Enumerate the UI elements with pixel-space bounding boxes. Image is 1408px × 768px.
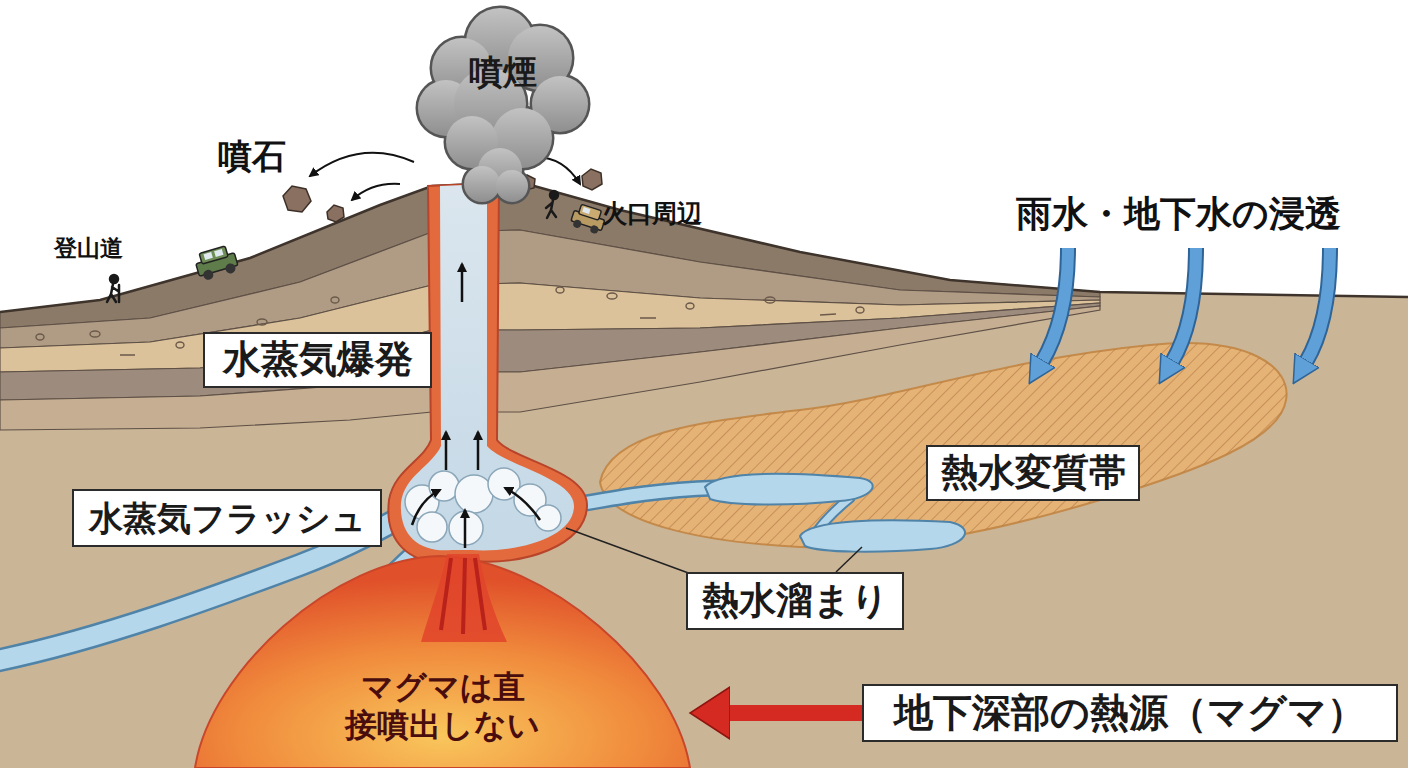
alteration-zone bbox=[600, 343, 1287, 548]
infiltration-label: 雨水・地下水の浸透 bbox=[1016, 192, 1408, 235]
infiltration-arrows bbox=[1042, 248, 1330, 362]
hiker-body bbox=[546, 200, 556, 218]
flow-arrow bbox=[461, 264, 464, 302]
pebble bbox=[257, 319, 267, 325]
text-holder: 噴煙 bbox=[400, 52, 605, 93]
leader-lines bbox=[566, 528, 862, 578]
vehicle-wheel bbox=[589, 224, 599, 234]
pebble bbox=[765, 297, 775, 303]
rock bbox=[582, 169, 602, 190]
infiltration-arrow bbox=[1306, 248, 1330, 362]
pebble bbox=[607, 293, 617, 299]
smoke-plume: 噴煙 bbox=[400, 0, 605, 205]
box-text: 熱水溜まり bbox=[702, 579, 889, 623]
flow-arrow bbox=[464, 510, 467, 548]
crater-area-label: 火口周辺 bbox=[602, 199, 732, 229]
alteration-hatching bbox=[600, 343, 1287, 548]
box-text: 水蒸気爆発 bbox=[223, 337, 413, 383]
pebble bbox=[556, 287, 564, 293]
magma-streak bbox=[475, 558, 485, 630]
flow-arrow bbox=[412, 490, 440, 525]
box-text: 熱水変質帯 bbox=[941, 451, 1126, 495]
text-holder: マグマは直 接噴出しない bbox=[295, 668, 590, 745]
steam-puff bbox=[417, 512, 447, 542]
magma-body: マグマは直 接噴出しない bbox=[195, 550, 690, 768]
trajectory-arrow bbox=[352, 184, 400, 200]
process-label-box: 水蒸気フラッシュ bbox=[72, 489, 382, 547]
rock bbox=[327, 205, 344, 222]
arrow-outline bbox=[1042, 248, 1068, 362]
cloud-puff bbox=[496, 170, 528, 202]
reservoir-label-box: 熱水溜まり bbox=[686, 572, 904, 630]
infiltration-arrow bbox=[1042, 248, 1068, 362]
hiker-figure bbox=[546, 191, 558, 218]
arrow-outline bbox=[1172, 248, 1196, 362]
magma-streak bbox=[441, 558, 451, 630]
hiker-body bbox=[107, 284, 119, 302]
box-text: 水蒸気フラッシュ bbox=[89, 498, 366, 539]
ejected-rocks bbox=[283, 169, 602, 222]
leader-line bbox=[566, 528, 702, 578]
rock bbox=[283, 186, 311, 212]
vehicle-cabin bbox=[199, 246, 228, 264]
box-text: 地下深部の熱源（マグマ） bbox=[894, 690, 1366, 737]
hiker-head bbox=[110, 275, 118, 283]
magma-text: マグマは直 接噴出しない bbox=[295, 668, 590, 745]
hot-water-pool bbox=[800, 520, 965, 551]
magma-streak bbox=[463, 558, 465, 634]
magma-rise bbox=[421, 554, 507, 642]
process-label-box: 水蒸気爆発 bbox=[203, 332, 432, 388]
vehicle-window bbox=[582, 207, 590, 214]
steam-flow-arrows bbox=[412, 264, 540, 548]
leader-line bbox=[836, 547, 862, 572]
pebble bbox=[856, 307, 864, 313]
vehicle-cabin bbox=[578, 204, 601, 220]
heat-source-box: 地下深部の熱源（マグマ） bbox=[862, 684, 1398, 742]
cloud-outline bbox=[464, 166, 500, 202]
ground bbox=[0, 182, 1408, 768]
vehicle-window bbox=[214, 249, 223, 257]
hiker-head bbox=[550, 191, 558, 199]
vehicle-wheel bbox=[224, 262, 236, 274]
trail-label: 登山道 bbox=[54, 235, 154, 263]
flow-arrow bbox=[445, 432, 448, 470]
heat-flow-arrow bbox=[729, 705, 862, 721]
cloud-shape bbox=[400, 0, 605, 205]
pebble bbox=[331, 297, 339, 303]
cloud-outline bbox=[496, 170, 528, 202]
flow-arrow bbox=[505, 488, 540, 520]
pebble bbox=[36, 334, 44, 340]
pebble bbox=[176, 342, 184, 348]
trajectory-arrow bbox=[310, 153, 414, 176]
cloud-text: 噴煙 bbox=[400, 52, 605, 93]
groundwater-channel bbox=[575, 488, 715, 505]
vehicle-window bbox=[204, 252, 213, 260]
pebble bbox=[686, 303, 694, 309]
vehicle-wheel bbox=[572, 219, 582, 229]
ejecta-label: 噴石 bbox=[218, 136, 308, 177]
steam-puffs bbox=[405, 468, 561, 545]
vehicle bbox=[193, 244, 239, 282]
flow-arrow bbox=[477, 432, 480, 470]
steam-puff bbox=[455, 475, 493, 513]
channel-outline bbox=[575, 488, 715, 505]
pebble bbox=[90, 331, 100, 337]
cloud-puff bbox=[464, 166, 500, 202]
arrow-outline bbox=[1306, 248, 1330, 362]
infiltration-arrow bbox=[1172, 248, 1196, 362]
vehicle bbox=[569, 203, 607, 236]
hot-water-pool bbox=[705, 474, 873, 505]
vehicle-wheel bbox=[202, 269, 214, 281]
hiker-figure bbox=[107, 275, 119, 302]
zone-label-box: 熱水変質帯 bbox=[926, 445, 1140, 501]
